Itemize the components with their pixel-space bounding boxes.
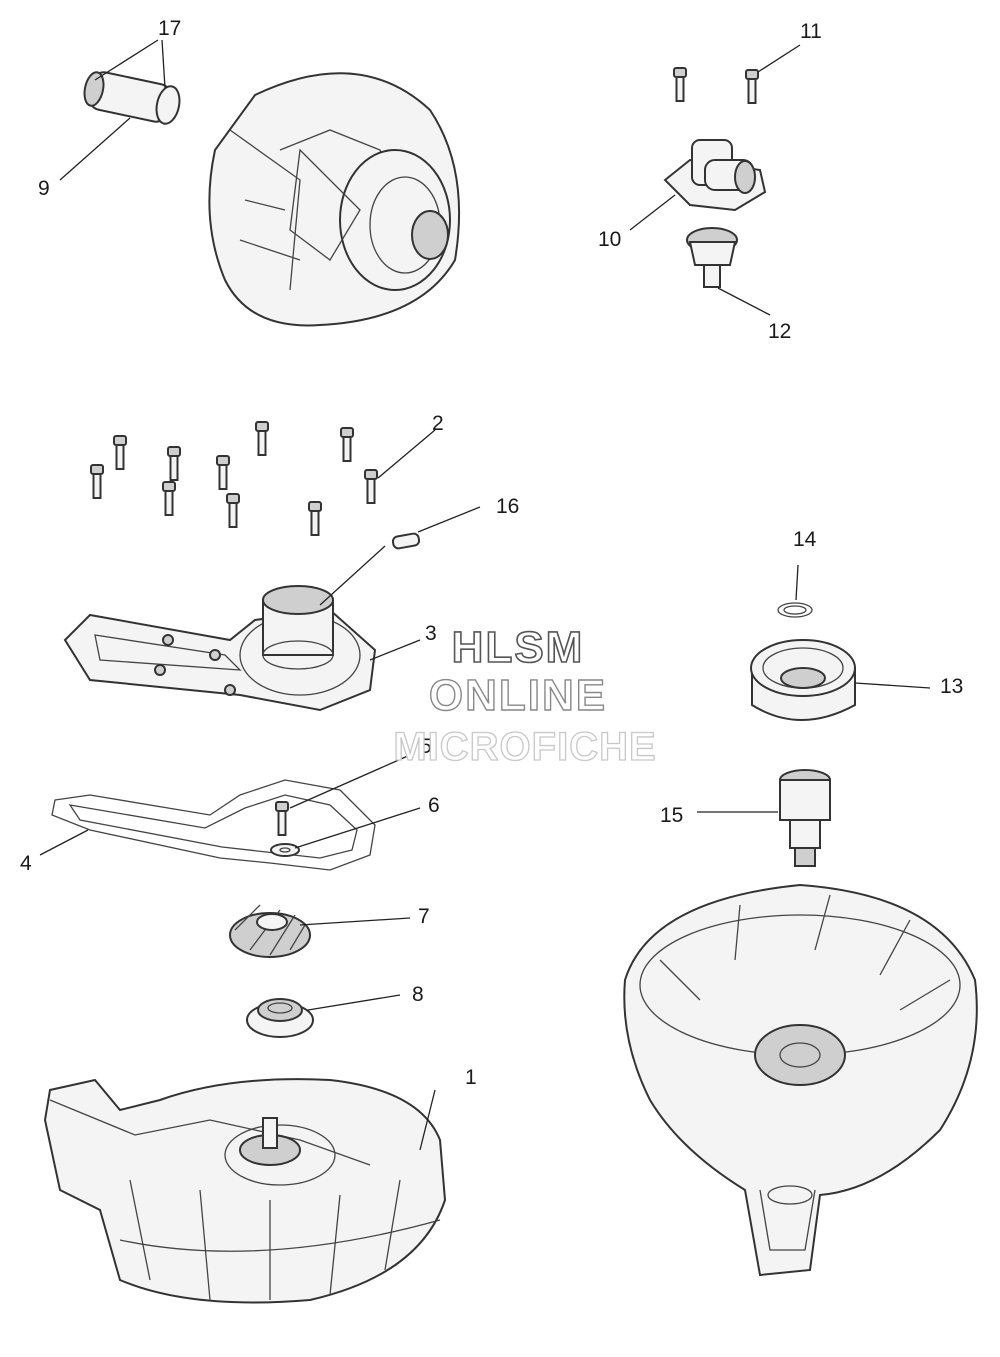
part-bolts-2 [90, 421, 378, 536]
part-dowel-pin [391, 532, 421, 550]
callout-7: 7 [418, 905, 430, 928]
part-bearing [750, 639, 856, 721]
part-washer [270, 843, 300, 857]
callout-15: 15 [660, 804, 683, 827]
watermark-line-3: MICROFICHE [393, 725, 656, 769]
part-shaft [779, 769, 831, 867]
part-bolts-11 [673, 67, 759, 104]
part-screw [275, 801, 289, 836]
callout-12: 12 [768, 320, 791, 343]
part-impeller [229, 904, 311, 958]
watermark-line-1: HLSM [452, 623, 585, 672]
watermark-line-2: ONLINE [429, 671, 607, 720]
callout-16: 16 [496, 495, 519, 518]
part-seal [246, 998, 314, 1038]
part-flywheel-housing [623, 883, 978, 1277]
part-pump-cover [63, 585, 377, 712]
part-o-ring [777, 602, 813, 618]
callout-17: 17 [158, 17, 181, 40]
callout-5: 5 [420, 735, 432, 758]
part-gasket [51, 779, 376, 871]
callout-4: 4 [20, 852, 32, 875]
callout-10: 10 [598, 228, 621, 251]
callout-labels: 1 2 3 4 5 6 7 8 9 10 11 12 13 14 15 16 1… [20, 17, 963, 1089]
part-thermostat [686, 227, 738, 288]
callout-14: 14 [793, 528, 817, 551]
callout-9: 9 [38, 177, 50, 200]
callout-11: 11 [800, 20, 822, 43]
callout-6: 6 [428, 794, 440, 817]
part-pump-housing [43, 1078, 447, 1304]
callout-2: 2 [432, 412, 444, 435]
leader-lines [39, 39, 931, 1151]
part-upper-housing [208, 72, 461, 327]
callout-13: 13 [940, 675, 963, 698]
callout-1: 1 [465, 1066, 477, 1089]
callout-8: 8 [412, 983, 424, 1006]
part-thermostat-housing [663, 139, 767, 212]
watermark: HLSM ONLINE MICROFICHE [393, 622, 657, 769]
callout-3: 3 [425, 622, 437, 645]
part-tube [83, 71, 181, 125]
